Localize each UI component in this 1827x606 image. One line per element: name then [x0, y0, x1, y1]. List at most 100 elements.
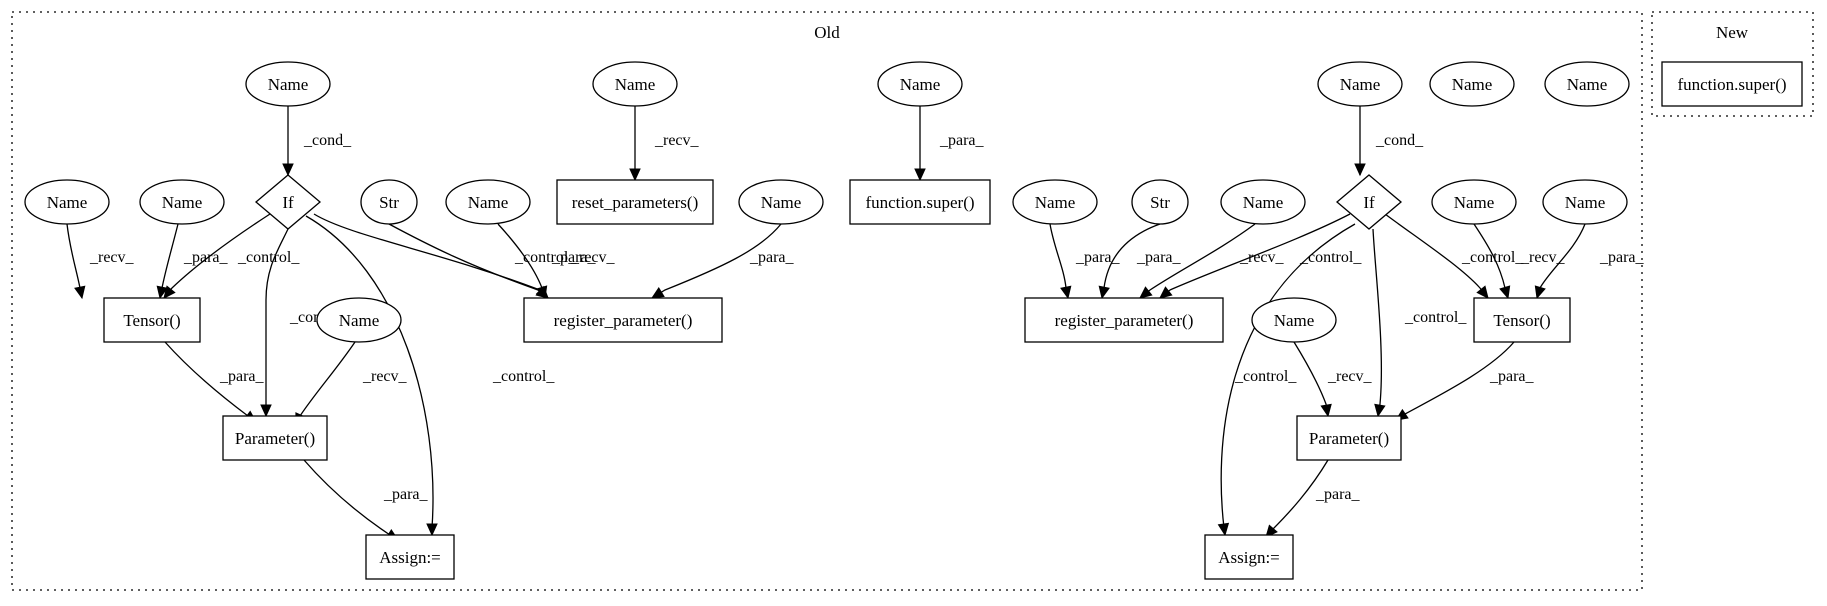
node-ellipse[interactable]: Name [1544, 61, 1630, 107]
node-box[interactable]: Assign:= [1204, 534, 1294, 580]
box-shape [1661, 61, 1803, 107]
arrowhead [426, 523, 438, 537]
ellipse-shape [1131, 179, 1189, 225]
box-shape [849, 179, 991, 225]
box-shape [1473, 297, 1571, 343]
node-ellipse[interactable]: Str [1131, 179, 1189, 225]
edge-para: _para_ [303, 459, 429, 541]
node-diamond[interactable]: If [254, 174, 322, 230]
node-box[interactable]: function.super() [849, 179, 991, 225]
box-shape [1204, 534, 1294, 580]
edge-label: _recv_ [1520, 249, 1566, 266]
node-box[interactable]: Parameter() [1296, 415, 1402, 461]
node-diamond[interactable]: If [1335, 174, 1403, 230]
edge-label: _control_ [237, 249, 300, 266]
arrowhead [1060, 285, 1072, 300]
edge-control: _control_ [1372, 228, 1467, 418]
arrowhead [74, 285, 86, 300]
box-shape [556, 179, 714, 225]
node-ellipse[interactable]: Name [738, 179, 824, 225]
node-box[interactable]: Tensor() [103, 297, 201, 343]
edge-control: _control_ [1217, 223, 1356, 537]
node-label: Name [339, 311, 380, 330]
edge-label: _recv_ [570, 249, 616, 266]
ellipse-shape [1251, 297, 1337, 343]
node-ellipse[interactable]: Str [360, 179, 418, 225]
box-shape [523, 297, 723, 343]
node-label: Name [1035, 193, 1076, 212]
edge-label: _para_ [749, 249, 795, 266]
ellipse-shape [1544, 61, 1630, 107]
node-label: Tensor() [1493, 311, 1550, 330]
cluster-new: New [1651, 11, 1814, 117]
node-label: Name [1567, 75, 1608, 94]
node-ellipse[interactable]: Name [1251, 297, 1337, 343]
ellipse-shape [1542, 179, 1628, 225]
edge-para: _para_ [1394, 341, 1535, 421]
ellipse-shape [24, 179, 110, 225]
node-box[interactable]: Parameter() [222, 415, 328, 461]
edge-label: _para_ [1075, 249, 1121, 266]
node-label: register_parameter() [1055, 311, 1194, 330]
node-label: Tensor() [123, 311, 180, 330]
edge-line [1220, 223, 1356, 536]
edge-para: _para_ [388, 223, 597, 299]
edge-recv: _recv_ [66, 223, 135, 300]
node-box[interactable]: Tensor() [1473, 297, 1571, 343]
edge-cond: _cond_ [282, 106, 352, 177]
node-ellipse[interactable]: Name [316, 297, 402, 343]
node-ellipse[interactable]: Name [877, 61, 963, 107]
node-ellipse[interactable]: Name [1542, 179, 1628, 225]
node-ellipse[interactable]: Name [139, 179, 225, 225]
node-ellipse[interactable]: Name [1317, 61, 1403, 107]
node-ellipse[interactable]: Name [1429, 61, 1515, 107]
cluster-label: Old [814, 23, 840, 42]
edge-line [651, 223, 782, 299]
edge-control: _control_ [1159, 213, 1362, 299]
node-label: Name [47, 193, 88, 212]
edge-control: _control_ [163, 213, 300, 299]
node-label: Name [1454, 193, 1495, 212]
node-ellipse[interactable]: Name [445, 179, 531, 225]
edge-recv: _recv_ [497, 223, 616, 300]
ellipse-shape [1429, 61, 1515, 107]
edge-recv: _recv_ [1293, 341, 1373, 418]
edge-label: _control_ [1461, 249, 1524, 266]
node-box[interactable]: register_parameter() [1024, 297, 1224, 343]
arrowhead [260, 404, 272, 418]
node-label: Name [900, 75, 941, 94]
node-ellipse[interactable]: Name [245, 61, 331, 107]
node-ellipse[interactable]: Name [592, 61, 678, 107]
node-ellipse[interactable]: Name [1431, 179, 1517, 225]
ellipse-shape [360, 179, 418, 225]
arrowhead [163, 285, 176, 299]
node-ellipse[interactable]: Name [1012, 179, 1098, 225]
edge-para: _para_ [1265, 459, 1361, 538]
node-label: Name [1565, 193, 1606, 212]
node-ellipse[interactable]: Name [1220, 179, 1306, 225]
node-box[interactable]: register_parameter() [523, 297, 723, 343]
box-shape [1024, 297, 1224, 343]
node-box[interactable]: Assign:= [365, 534, 455, 580]
node-box[interactable]: function.super() [1661, 61, 1803, 107]
edge-recv: _recv_ [295, 341, 408, 427]
edge-label: _control_ [514, 249, 577, 266]
node-label: Name [1452, 75, 1493, 94]
ellipse-shape [592, 61, 678, 107]
node-ellipse[interactable]: Name [24, 179, 110, 225]
edge-label: _recv_ [654, 132, 700, 149]
node-box[interactable]: reset_parameters() [556, 179, 714, 225]
node-label: function.super() [1677, 75, 1786, 94]
edge-line [303, 459, 399, 541]
edge-recv: _recv_ [1473, 223, 1566, 300]
edge-label: _control_ [1234, 368, 1297, 385]
box-shape [1296, 415, 1402, 461]
edge-label: _control_ [1404, 309, 1467, 326]
arrowhead [1217, 522, 1230, 537]
edge-para: _para_ [914, 106, 985, 182]
edge-line [388, 223, 549, 299]
edge-recv: _recv_ [629, 106, 700, 182]
arrowhead [156, 285, 168, 300]
node-label: Assign:= [379, 548, 441, 567]
node-label: Name [162, 193, 203, 212]
